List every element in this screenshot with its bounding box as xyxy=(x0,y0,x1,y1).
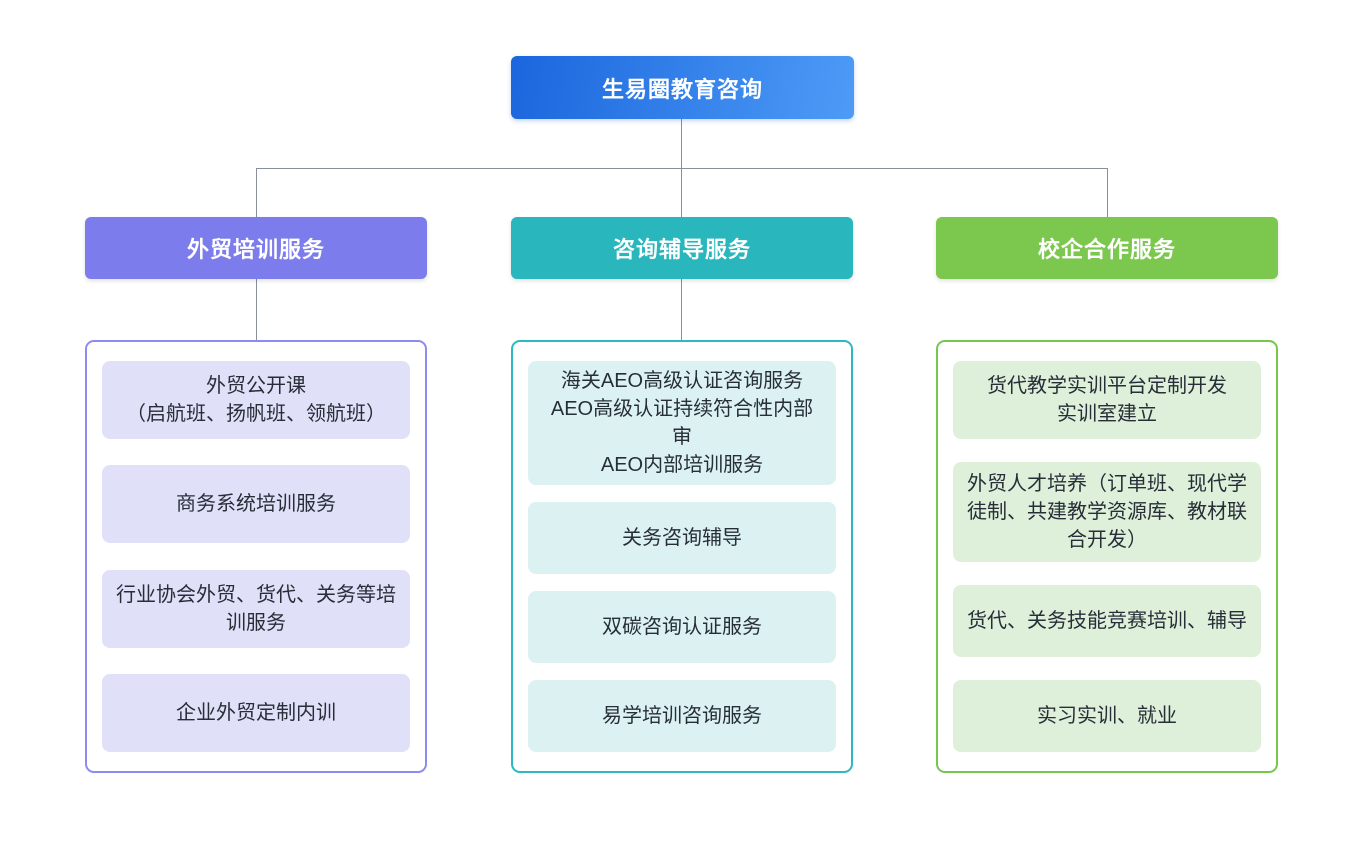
root-node[interactable]: 生易圈教育咨询 xyxy=(511,56,854,119)
leaf-node[interactable]: 易学培训咨询服务 xyxy=(528,680,836,752)
group-foreign-trade-training: 外贸公开课 （启航班、扬帆班、领航班） 商务系统培训服务 行业协会外贸、货代、关… xyxy=(85,340,427,773)
leaf-node[interactable]: 货代、关务技能竞赛培训、辅导 xyxy=(953,585,1261,657)
connector-branch2-drop xyxy=(681,168,682,217)
leaf-node[interactable]: 海关AEO高级认证咨询服务 AEO高级认证持续符合性内部审 AEO内部培训服务 xyxy=(528,361,836,485)
group-school-enterprise: 货代教学实训平台定制开发 实训室建立 外贸人才培养（订单班、现代学徒制、共建教学… xyxy=(936,340,1278,773)
leaf-node[interactable]: 外贸公开课 （启航班、扬帆班、领航班） xyxy=(102,361,410,439)
leaf-node[interactable]: 外贸人才培养（订单班、现代学徒制、共建教学资源库、教材联合开发） xyxy=(953,462,1261,562)
connector-branch1-drop xyxy=(256,168,257,217)
leaf-node[interactable]: 行业协会外贸、货代、关务等培训服务 xyxy=(102,569,410,648)
branch-node-school-enterprise[interactable]: 校企合作服务 xyxy=(936,217,1278,279)
connector-branch1-group xyxy=(256,279,257,340)
leaf-node[interactable]: 货代教学实训平台定制开发 实训室建立 xyxy=(953,361,1261,439)
leaf-node[interactable]: 商务系统培训服务 xyxy=(102,465,410,544)
connector-root-down xyxy=(681,119,682,168)
leaf-node[interactable]: 企业外贸定制内训 xyxy=(102,673,410,752)
group-consulting-coaching: 海关AEO高级认证咨询服务 AEO高级认证持续符合性内部审 AEO内部培训服务 … xyxy=(511,340,853,773)
connector-branch2-group xyxy=(681,279,682,340)
branch-node-foreign-trade-training[interactable]: 外贸培训服务 xyxy=(85,217,427,279)
leaf-node[interactable]: 关务咨询辅导 xyxy=(528,502,836,574)
leaf-node[interactable]: 双碳咨询认证服务 xyxy=(528,591,836,663)
connector-branch3-drop xyxy=(1107,168,1108,217)
branch-node-consulting-coaching[interactable]: 咨询辅导服务 xyxy=(511,217,853,279)
leaf-node[interactable]: 实习实训、就业 xyxy=(953,680,1261,752)
